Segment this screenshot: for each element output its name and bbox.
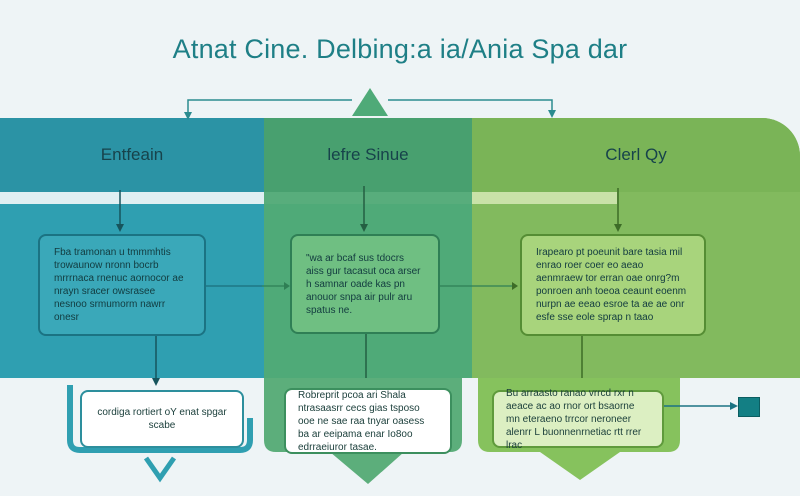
description-box-3: Irapearo pt poeunit bare tasia mil enrao…: [520, 234, 706, 336]
header-strip-1: [0, 192, 264, 204]
column-header-2: lefre Sinue: [264, 118, 472, 192]
arrowhead-header-to-box-2: [360, 224, 368, 232]
callout-box-3: Bu arraasto ranao vrrcd rxr n aeace ac a…: [492, 388, 664, 451]
callout-box-2: Robreprit pcoa ari Shala ntrasaasrr cecs…: [284, 388, 452, 454]
top-connector-left-arrowhead: [184, 112, 192, 120]
arrowhead-box1-to-box2: [284, 282, 290, 290]
top-connector-right: [388, 99, 553, 116]
header-strip-3: [472, 192, 617, 204]
chevron-down-icon: [143, 456, 177, 483]
diagram-title: Atnat Cine. Delbing:a ia/Ania Spa dar: [172, 34, 628, 64]
callout-box-1: cordiga rortiert oY enat spgar scabe: [80, 390, 244, 448]
arrowhead-header-to-box-1: [116, 224, 124, 232]
tab-shape-1: [67, 385, 253, 453]
top-connector-right-arrowhead: [548, 110, 556, 118]
column-header-3: Clerl Qy: [472, 118, 800, 192]
column-header-1: Entfeain: [0, 118, 264, 192]
description-box-2: "wa ar bcaf sus tdocrs aiss gur tacasut …: [290, 234, 440, 334]
arrowhead-header-to-box-3: [614, 224, 622, 232]
end-node-square: [738, 397, 760, 417]
top-triangle-arrow: [352, 88, 388, 116]
header-strip-2: [264, 192, 472, 204]
arrowhead-box2-to-box3: [512, 282, 518, 290]
top-connector-left: [187, 99, 352, 116]
description-box-1: Fba tramonan u tmmmhtis trowaunow nronn …: [38, 234, 206, 336]
